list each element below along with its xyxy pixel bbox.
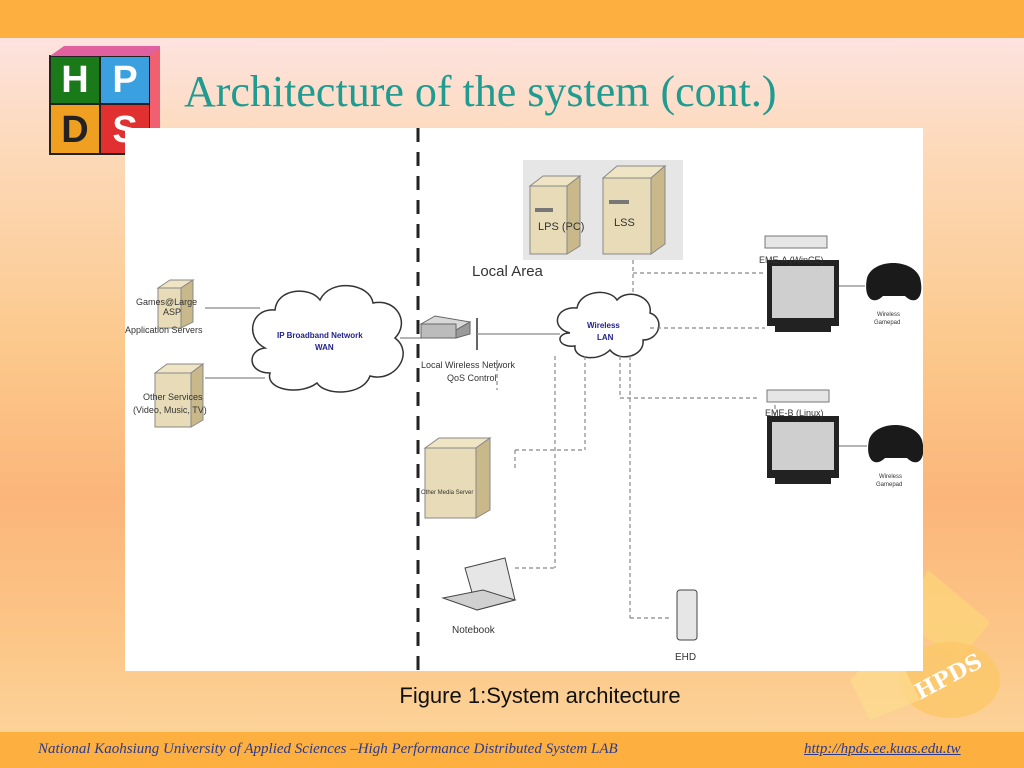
- lan-label-2: LAN: [597, 333, 614, 342]
- router-icon: [419, 315, 478, 350]
- router-label-1: Local Wireless Network: [421, 360, 516, 370]
- games-server-label-2: ASP: [163, 307, 181, 317]
- media-server-icon: [423, 437, 492, 519]
- slide-title: Architecture of the system (cont.): [184, 67, 777, 116]
- lan-label-1: Wireless: [587, 321, 620, 330]
- gamepad-b-icon: [868, 425, 923, 463]
- notebook-label: Notebook: [452, 625, 496, 636]
- lss-server-icon: [601, 164, 667, 255]
- gamepad-a-label-1: Wireless: [877, 312, 900, 318]
- notebook-icon: [441, 557, 517, 611]
- media-server-label: Other Media Server: [421, 490, 473, 496]
- eme-b-device-icon: [766, 389, 839, 484]
- games-server-icon: [156, 279, 195, 329]
- lps-server-icon: [528, 174, 582, 255]
- gamepad-b-label-2: Gamepad: [876, 482, 902, 488]
- figure-caption: Figure 1:System architecture: [399, 683, 681, 708]
- top-bar: [0, 0, 1024, 38]
- ehd-label: EHD: [675, 652, 696, 663]
- router-label-2: QoS Control: [447, 373, 497, 383]
- wan-label-1: IP Broadband Network: [277, 331, 363, 340]
- logo-letter-p: P: [112, 59, 137, 101]
- footer-text: National Kaohsiung University of Applied…: [38, 741, 618, 757]
- local-area-label: Local Area: [472, 263, 544, 280]
- eme-a-device-icon: [764, 235, 839, 332]
- lps-label: LPS (PC): [538, 221, 584, 233]
- eme-a-label: EME-A (WinCE): [759, 255, 824, 265]
- other-services-label-2: (Video, Music, TV): [133, 405, 207, 415]
- wan-cloud-icon: [251, 285, 404, 393]
- games-server-label-3: Application Servers: [125, 325, 203, 335]
- dashed-links: [496, 260, 776, 619]
- bottom-bar: [0, 732, 1024, 768]
- logo-letter-h: H: [61, 59, 88, 101]
- wireless-lan-cloud-icon: [556, 291, 660, 359]
- other-services-icon: [153, 363, 205, 428]
- hpds-logo: H P D S: [49, 46, 160, 155]
- gamepad-a-label-2: Gamepad: [874, 320, 900, 326]
- other-services-label-1: Other Services: [143, 392, 203, 402]
- eme-b-label: EME-B (Linux): [765, 408, 824, 418]
- architecture-diagram: LPS (PC) LSS Local Area Games@Large ASP …: [125, 128, 923, 671]
- footer-link[interactable]: http://hpds.ee.kuas.edu.tw: [804, 741, 961, 757]
- gamepad-a-icon: [866, 263, 922, 301]
- ehd-device-icon: [676, 589, 698, 641]
- games-server-label-1: Games@Large: [136, 297, 197, 307]
- lss-label: LSS: [614, 217, 635, 229]
- logo-letter-d: D: [61, 109, 88, 151]
- wan-label-2: WAN: [315, 343, 334, 352]
- gamepad-b-label-1: Wireless: [879, 474, 902, 480]
